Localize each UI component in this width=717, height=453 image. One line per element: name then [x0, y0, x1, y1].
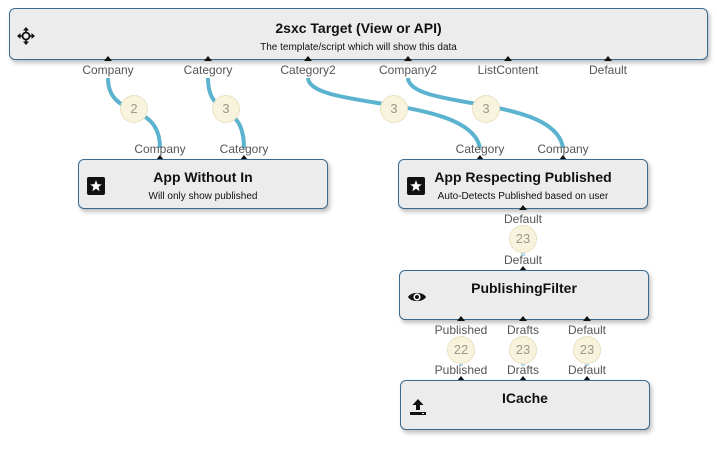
node-title: App Respecting Published	[434, 169, 612, 185]
port-label: Category2	[280, 63, 336, 77]
port-label: Company	[134, 142, 186, 156]
port-target-company[interactable]	[104, 56, 112, 61]
star-icon	[407, 177, 425, 195]
port-label: Category	[455, 142, 505, 156]
port-label: Category	[219, 142, 269, 156]
port-label: Default	[567, 363, 607, 377]
count-app-default: 23	[509, 225, 537, 253]
count-company2: 3	[472, 95, 500, 123]
port-icache-drafts[interactable]	[519, 376, 527, 381]
port-label: Company	[82, 63, 134, 77]
port-filter-drafts[interactable]	[519, 316, 527, 321]
node-subtitle: Auto-Detects Published based on user	[437, 191, 609, 202]
app-without-in-node[interactable]: App Without In Will only show published	[78, 159, 328, 209]
node-subtitle: The template/script which will show this…	[260, 42, 457, 53]
port-app-without-category[interactable]	[240, 155, 248, 160]
count-default: 23	[573, 336, 601, 364]
icache-node[interactable]: ICache	[400, 380, 650, 430]
port-label: Drafts	[506, 323, 540, 337]
port-target-company2[interactable]	[404, 56, 412, 61]
port-filter-published[interactable]	[457, 316, 465, 321]
port-icache-published[interactable]	[457, 376, 465, 381]
port-label: Default	[567, 323, 607, 337]
count-drafts: 23	[509, 336, 537, 364]
app-respecting-published-node[interactable]: App Respecting Published Auto-Detects Pu…	[398, 159, 648, 209]
port-target-listcontent[interactable]	[504, 56, 512, 61]
upload-icon	[410, 399, 426, 415]
port-app-respecting-company[interactable]	[559, 155, 567, 160]
count-category2: 3	[380, 95, 408, 123]
move-arrows-icon	[17, 27, 35, 45]
port-target-category2[interactable]	[304, 56, 312, 61]
target-node[interactable]: 2sxc Target (View or API) The template/s…	[9, 8, 708, 60]
count-category: 3	[212, 95, 240, 123]
port-label: Published	[434, 363, 488, 377]
port-target-default[interactable]	[604, 56, 612, 61]
count-company: 2	[120, 95, 148, 123]
port-label: Company2	[378, 63, 438, 77]
port-label: Category	[183, 63, 233, 77]
node-title: ICache	[502, 390, 548, 406]
port-target-category[interactable]	[204, 56, 212, 61]
port-app-respecting-category[interactable]	[476, 155, 484, 160]
star-icon	[87, 177, 105, 195]
port-label: ListContent	[477, 63, 539, 77]
node-title: 2sxc Target (View or API)	[275, 20, 442, 36]
port-label: Default	[588, 63, 628, 77]
node-subtitle: Will only show published	[148, 191, 258, 202]
port-filter-default-out[interactable]	[519, 266, 527, 271]
publishing-filter-node[interactable]: PublishingFilter	[399, 270, 649, 320]
port-filter-default[interactable]	[583, 316, 591, 321]
port-label: Company	[537, 142, 589, 156]
port-icache-default[interactable]	[583, 376, 591, 381]
node-title: PublishingFilter	[471, 280, 577, 296]
port-label: Drafts	[506, 363, 540, 377]
port-label: Default	[503, 212, 543, 226]
node-title: App Without In	[153, 169, 253, 185]
port-label: Published	[434, 323, 488, 337]
port-app-without-company[interactable]	[156, 155, 164, 160]
eye-icon	[408, 292, 426, 302]
count-published: 22	[447, 336, 475, 364]
port-label: Default	[503, 253, 543, 267]
port-app-respecting-default[interactable]	[519, 205, 527, 210]
